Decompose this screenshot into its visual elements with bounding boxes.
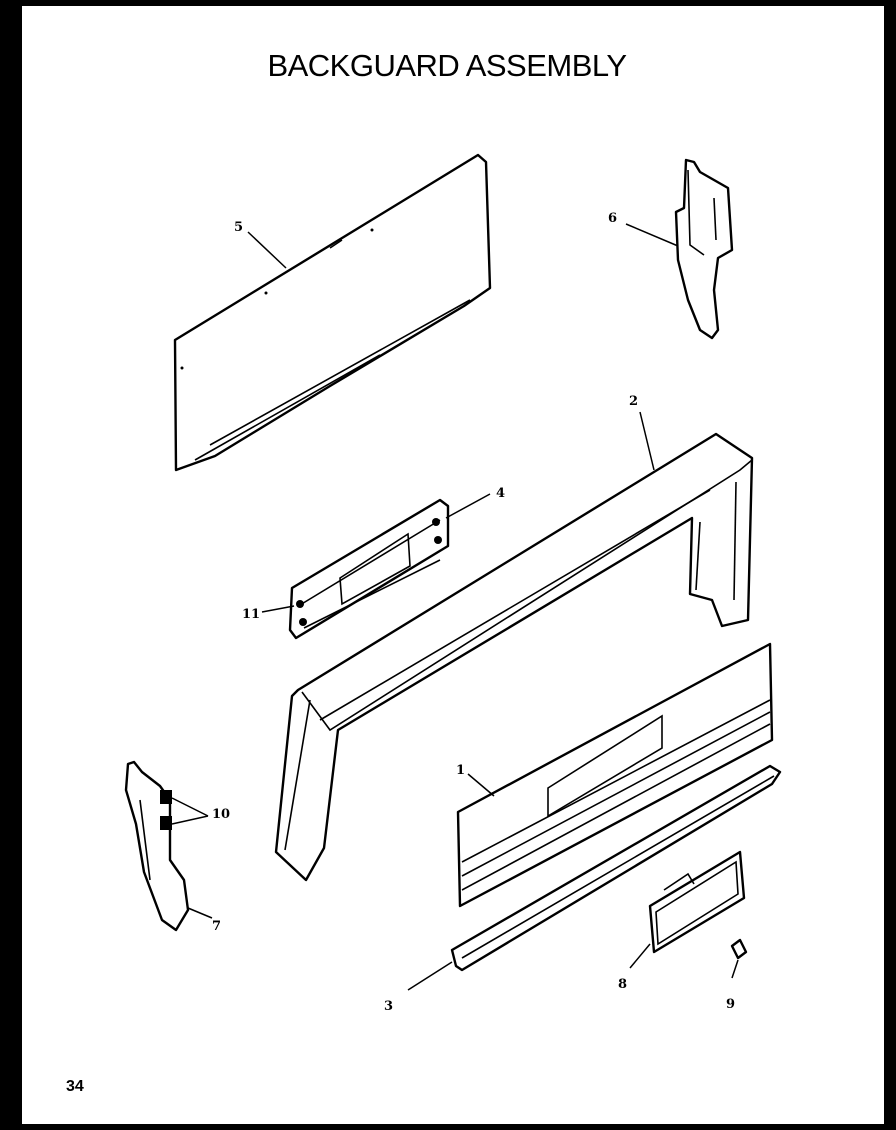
callout-11: 11 (242, 607, 260, 622)
callout-1: 1 (456, 763, 465, 778)
callout-7: 7 (212, 919, 221, 934)
callout-9: 9 (726, 997, 735, 1012)
callout-labels: 5 6 2 4 11 1 10 7 3 8 9 (212, 211, 735, 1014)
callout-4: 4 (496, 486, 505, 501)
part-1-control-panel (456, 642, 774, 908)
callout-5: 5 (234, 220, 243, 235)
page-title: BACKGUARD ASSEMBLY (267, 48, 627, 83)
callout-8: 8 (618, 977, 627, 992)
part-8-small-cover (648, 850, 746, 954)
callout-2: 2 (629, 394, 638, 409)
callout-10: 10 (212, 807, 230, 822)
callout-3: 3 (384, 999, 393, 1014)
part-3-trim-strip (450, 764, 782, 972)
part-7-left-end-bracket (124, 760, 190, 932)
part-5-rear-panel (173, 153, 492, 472)
part-2-backguard-shell (274, 432, 754, 882)
page-number: 34 (66, 1078, 84, 1095)
leader-lines (171, 223, 739, 991)
callout-6: 6 (608, 211, 617, 226)
part-4-control-bracket (288, 498, 450, 640)
part-9-small-fastener (730, 938, 748, 960)
part-6-right-end-bracket (674, 158, 734, 340)
